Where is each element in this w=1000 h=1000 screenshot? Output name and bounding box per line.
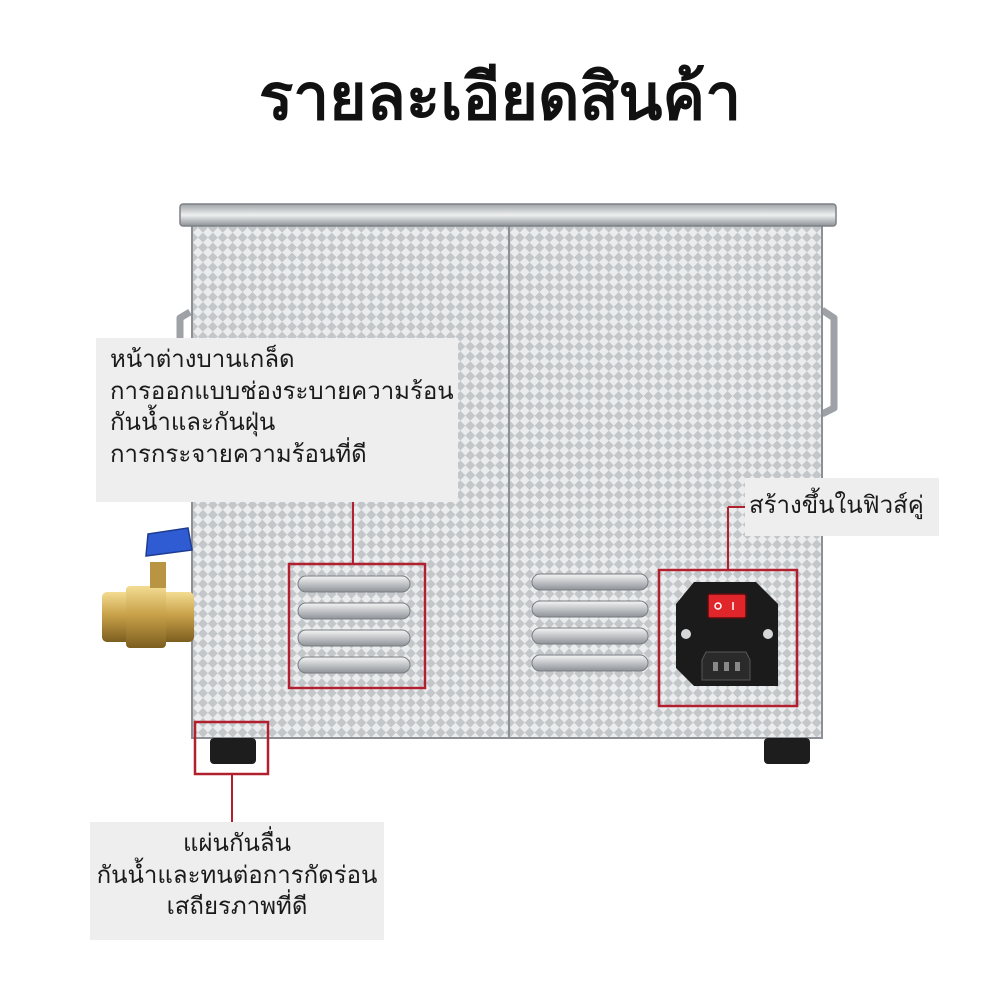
tank-lid-rim	[179, 203, 837, 227]
callout-line: กันน้ำและทนต่อการกัดร่อน	[96, 860, 378, 889]
rocker-switch-icon[interactable]	[707, 593, 747, 619]
drain-valve	[102, 527, 194, 648]
callout-line: การกระจายความร้อนที่ดี	[110, 440, 367, 469]
callout-line: การออกแบบช่องระบายความร้อน	[110, 376, 454, 405]
right-louver-vents	[531, 573, 649, 672]
leader-lines	[231, 502, 745, 822]
callout-line: แผ่นกันลื่น	[183, 829, 291, 857]
rubber-feet	[210, 738, 810, 764]
feet-callout: แผ่นกันลื่น กันน้ำและทนต่อการกัดร่อน เสถ…	[90, 822, 384, 940]
callout-line: หน้าต่างบานเกล็ด	[110, 345, 295, 373]
valve-handle-icon	[145, 527, 193, 557]
vent-callout: หน้าต่างบานเกล็ด การออกแบบช่องระบายความร…	[96, 338, 458, 502]
power-module	[676, 582, 778, 686]
power-socket-icon	[701, 651, 751, 681]
left-louver-vents	[297, 575, 411, 674]
fuse-callout: สร้างขึ้นในฟิวส์คู่	[745, 478, 939, 536]
page-title: รายละเอียดสินค้า	[258, 61, 742, 135]
callout-line: กันน้ำและกันฝุ่น	[110, 408, 276, 437]
callout-line: เสถียรภาพที่ดี	[166, 892, 308, 921]
callout-line: สร้างขึ้นในฟิวส์คู่	[749, 491, 924, 519]
